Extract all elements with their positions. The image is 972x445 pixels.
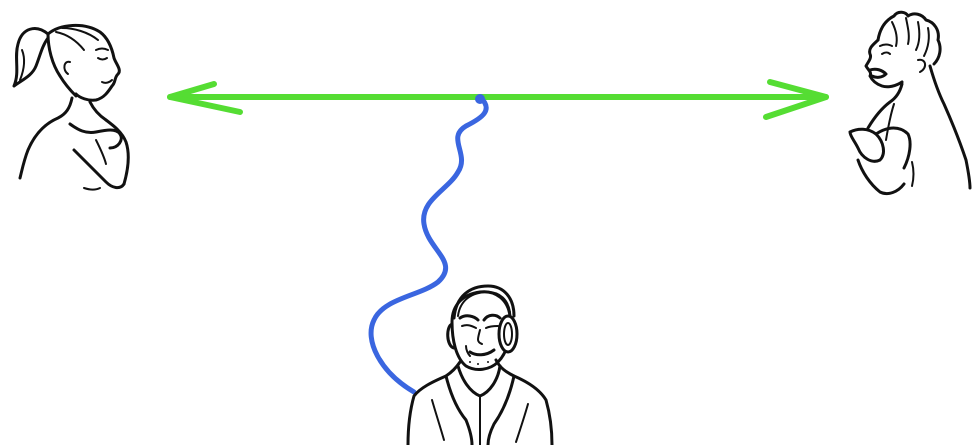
tap-point-icon — [475, 94, 485, 104]
tap-wire — [371, 94, 486, 392]
eavesdropper-figure — [408, 286, 552, 445]
woman-figure — [14, 25, 128, 189]
man-figure — [850, 12, 970, 193]
man-laughing-icon — [850, 12, 970, 193]
woman-ponytail-icon — [14, 25, 128, 189]
headphone-earcup-right — [499, 316, 517, 352]
wire-path — [371, 97, 486, 392]
man-headphones-icon — [408, 286, 552, 445]
communication-arrow — [170, 82, 826, 117]
